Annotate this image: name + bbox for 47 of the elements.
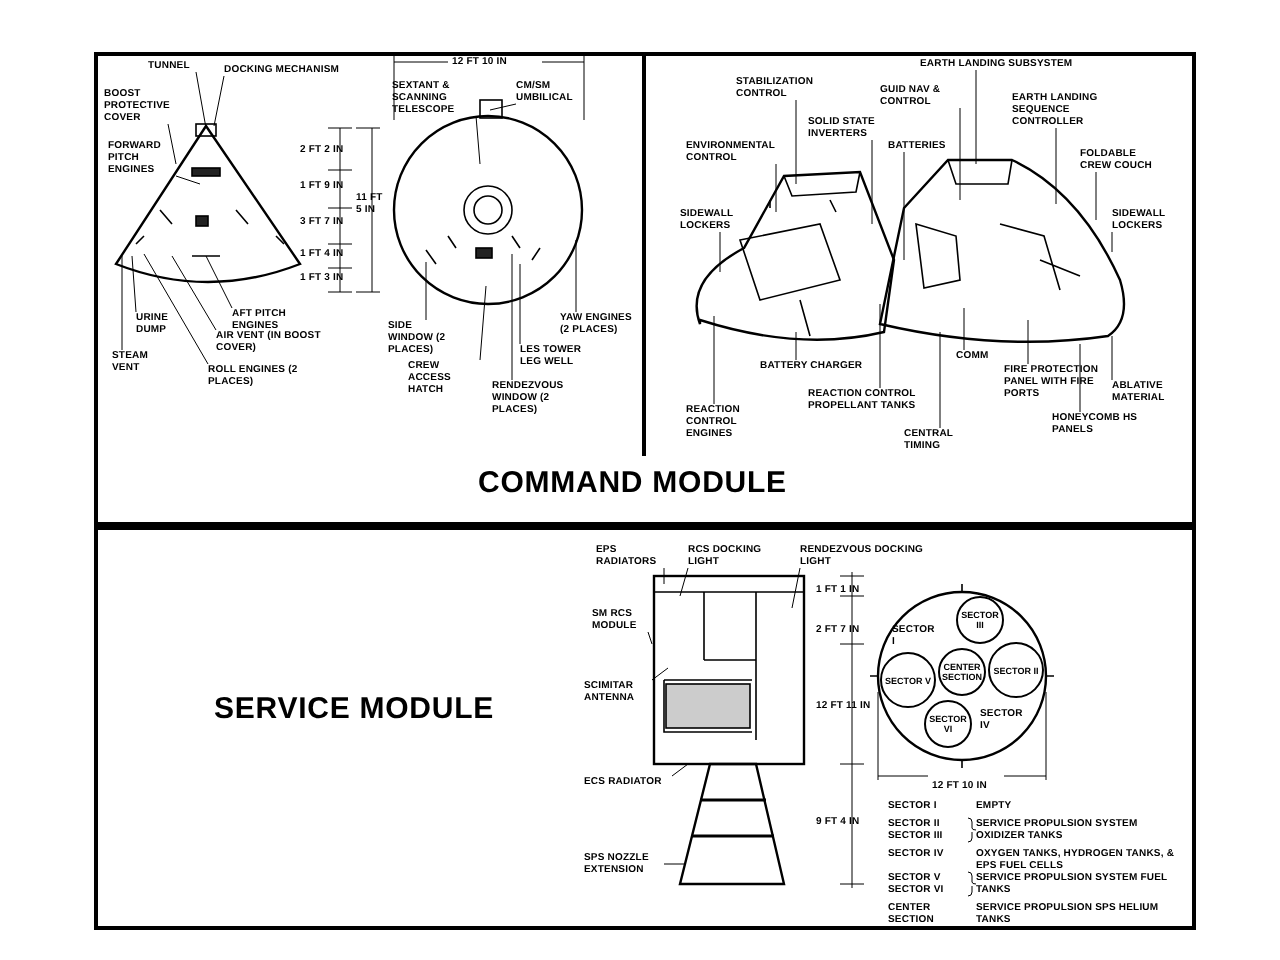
leader-line — [663, 567, 665, 585]
leader-line — [647, 631, 653, 645]
leader-line — [791, 567, 801, 609]
leader-line — [131, 255, 137, 313]
leader-line — [903, 151, 905, 261]
leader-line — [121, 255, 123, 351]
leader-line — [651, 667, 669, 681]
leader-line — [167, 123, 177, 165]
leader-line — [1079, 343, 1081, 413]
leader-line — [775, 163, 777, 213]
leader-line — [975, 69, 977, 165]
leader-line — [1111, 335, 1113, 381]
leader-line — [719, 231, 721, 273]
leader-line — [959, 107, 961, 201]
leader-line — [213, 75, 225, 127]
leader-line — [575, 239, 577, 313]
leader-line — [195, 71, 207, 129]
leader-line — [795, 99, 797, 185]
leader-line — [143, 253, 209, 365]
leader-line — [871, 139, 873, 225]
panel — [94, 52, 1196, 526]
leader-line — [671, 763, 689, 777]
leader-line — [489, 103, 517, 111]
leader-line — [519, 263, 521, 345]
panel — [94, 526, 1196, 930]
leader-line — [171, 255, 217, 331]
leader-line — [475, 115, 481, 165]
leader-line — [713, 315, 715, 405]
leader-line — [425, 261, 427, 321]
leader-line — [1027, 319, 1029, 365]
leader-line — [963, 307, 965, 351]
leader-line — [663, 863, 685, 865]
panel-title: COMMAND MODULE — [478, 468, 787, 500]
leader-line — [511, 253, 513, 381]
leader-line — [939, 331, 941, 429]
panel-title: SERVICE MODULE — [214, 694, 494, 726]
leader-line — [1111, 231, 1113, 253]
leader-line — [479, 285, 487, 361]
leader-line — [679, 567, 689, 597]
leader-line — [1095, 171, 1097, 221]
leader-line — [879, 303, 881, 389]
service-module-cross-section-drawing — [874, 580, 1054, 772]
leader-line — [795, 331, 797, 361]
leader-line — [175, 175, 201, 185]
command-module-bottom-view-drawing — [392, 98, 586, 306]
leader-line — [1055, 127, 1057, 205]
leader-line — [205, 255, 233, 309]
